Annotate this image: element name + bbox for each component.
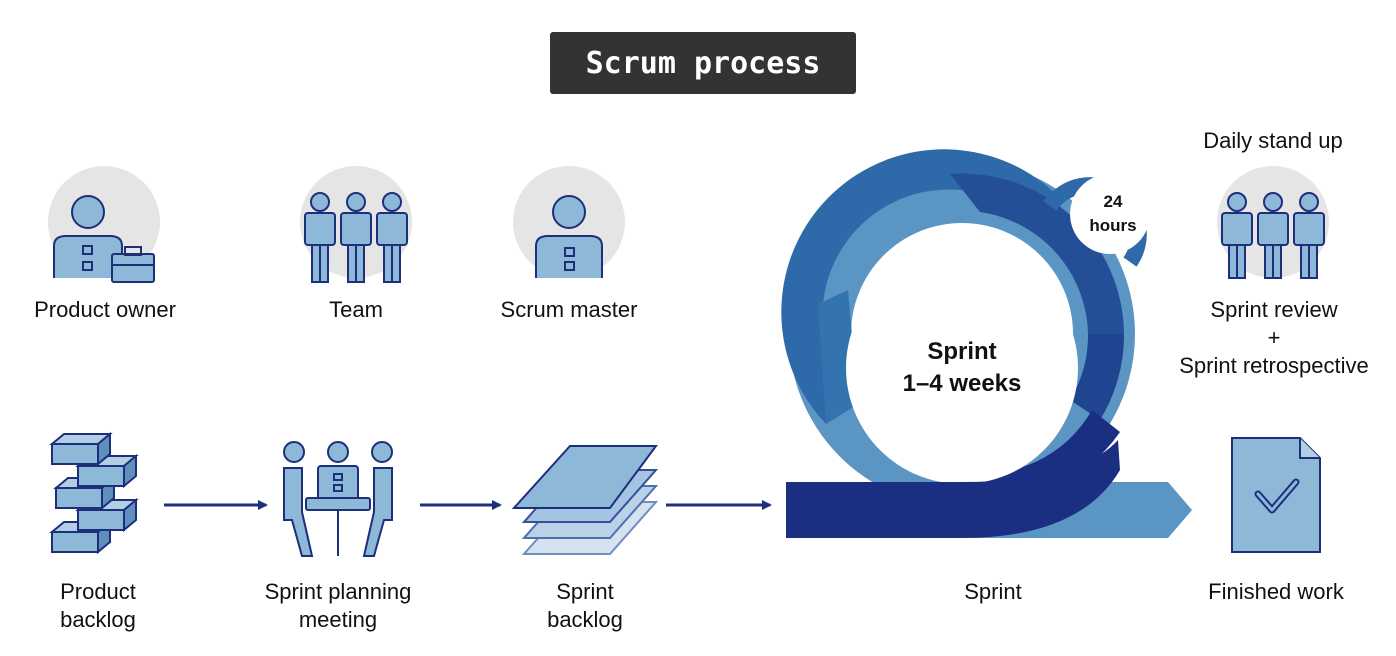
product-owner-icon: [48, 166, 160, 283]
diagram-title: Scrum process: [550, 32, 856, 94]
sprint-planning-icon: [283, 441, 393, 557]
daily-standup-label: Daily stand up: [1203, 128, 1343, 153]
team-icon: [300, 166, 412, 283]
sprint-label: Sprint: [964, 579, 1022, 604]
product-backlog-icon: [49, 431, 139, 555]
product-owner-label: Product owner: [34, 297, 176, 322]
scrum-master-label: Scrum master: [500, 297, 638, 322]
sprint-planning-label: Sprint planning meeting: [264, 579, 412, 632]
team-label: Team: [329, 297, 383, 322]
sprint-cycle: [781, 149, 1192, 538]
product-backlog-label: Product backlog: [60, 579, 136, 632]
finished-work-icon: [1231, 437, 1321, 553]
sprint-backlog-icon: [511, 445, 659, 555]
scrum-master-icon: [513, 166, 625, 278]
sprint-review-label: Sprint review + Sprint retrospective: [1179, 297, 1369, 378]
daily-standup-icon: [1217, 166, 1329, 279]
finished-work-label: Finished work: [1208, 579, 1344, 604]
daily-cycle-label: 24 hours: [1089, 192, 1137, 235]
sprint-backlog-label: Sprint backlog: [547, 579, 623, 632]
sprint-duration-label: Sprint 1–4 weeks: [902, 338, 1022, 397]
